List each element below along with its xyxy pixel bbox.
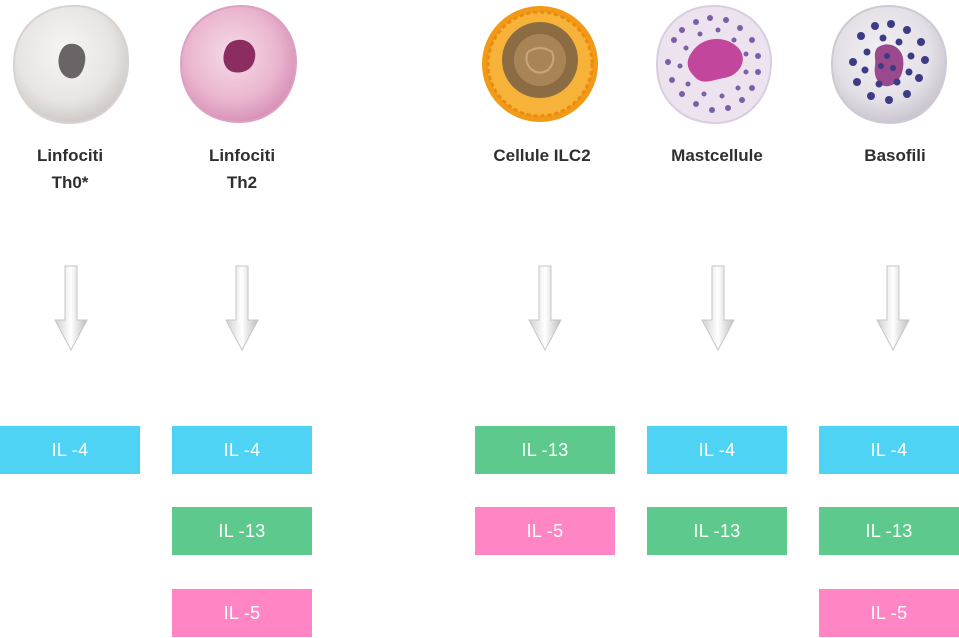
il13-box: IL -13 xyxy=(475,426,615,474)
down-arrow-icon xyxy=(53,264,89,352)
il4-box: IL -4 xyxy=(0,426,140,474)
il4-box: IL -4 xyxy=(172,426,312,474)
il13-box: IL -13 xyxy=(172,507,312,555)
il4-box: IL -4 xyxy=(647,426,787,474)
th0-label: Linfociti Th0* xyxy=(0,142,155,196)
th2-label: Linfociti Th2 xyxy=(157,142,327,196)
th0-label-line2: Th0* xyxy=(51,173,89,192)
down-arrow-icon xyxy=(875,264,911,352)
down-arrow-icon xyxy=(700,264,736,352)
ilc2-label: Cellule ILC2 xyxy=(457,142,627,169)
il5-box: IL -5 xyxy=(172,589,312,637)
ilc2-label-line1: Cellule ILC2 xyxy=(493,146,591,165)
th0-label-line1: Linfociti xyxy=(36,146,104,165)
th2-label-line1: Linfociti xyxy=(208,146,276,165)
il5-box: IL -5 xyxy=(819,589,959,637)
mastcell-label-line1: Mastcellule xyxy=(671,146,763,165)
mastcell-label: Mastcellule xyxy=(632,142,802,169)
mastcell-image xyxy=(652,0,776,128)
ilc2-cell-image xyxy=(478,0,602,128)
th0-cell-image xyxy=(9,0,133,128)
down-arrow-icon xyxy=(224,264,260,352)
basophil-label-line1: Basofili xyxy=(864,146,926,165)
down-arrow-icon xyxy=(527,264,563,352)
th2-cell-image xyxy=(177,0,301,128)
basophil-cell-image xyxy=(827,0,951,128)
il4-box: IL -4 xyxy=(819,426,959,474)
il13-box: IL -13 xyxy=(647,507,787,555)
basophil-label: Basofili xyxy=(810,142,959,169)
il5-box: IL -5 xyxy=(475,507,615,555)
il13-box: IL -13 xyxy=(819,507,959,555)
th2-label-line2: Th2 xyxy=(226,173,258,192)
